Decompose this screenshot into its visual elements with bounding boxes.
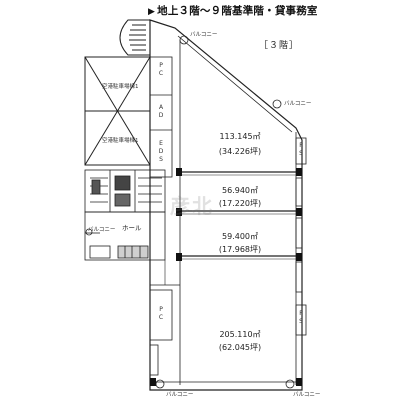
top-stair	[119, 19, 151, 56]
small-room	[89, 245, 111, 259]
drain-icon	[85, 228, 93, 236]
floor-label: ［３階］	[259, 41, 300, 51]
drain-icon	[179, 35, 189, 45]
diagonal-inner-wall	[177, 35, 293, 133]
page-title: ▶地上３階〜９階基準階・貸事務室	[148, 5, 318, 17]
balcony-label-bottom-left: バルコニー	[166, 392, 194, 398]
unit-3-area: 59.400㎡	[222, 232, 258, 241]
unit-1-area: 113.145㎡	[219, 132, 261, 141]
unit-4-tsubo: (62.045坪)	[218, 343, 262, 352]
drain-icon	[272, 99, 282, 109]
core-column	[149, 56, 173, 178]
unit-3-tsubo: (17.968坪)	[218, 245, 262, 254]
shaft-label-2: 空港駐車場棟1	[102, 138, 139, 144]
drain-icon	[155, 379, 165, 389]
drain-icon	[285, 379, 295, 389]
shaft-label-1: 空港駐車場棟1	[102, 84, 139, 90]
unit-1-tsubo: (34.226坪)	[218, 147, 262, 156]
balcony-label-top: バルコニー	[190, 32, 218, 38]
balcony-label-right: バルコニー	[284, 101, 312, 107]
watermark: 彦北	[170, 194, 214, 218]
unit-2-tsubo: (17.220坪)	[218, 199, 262, 208]
building-outline	[149, 19, 303, 391]
hall-label: ホール	[122, 224, 142, 232]
balcony-label-bottom-right: バルコニー	[293, 392, 321, 398]
unit-4-area: 205.110㎡	[219, 330, 261, 339]
balcony-label-left: バルコニー	[88, 227, 116, 233]
hall-area	[84, 211, 166, 261]
unit-2-area: 56.940㎡	[222, 186, 258, 195]
triangle-bullet-icon: ▶	[148, 7, 156, 17]
